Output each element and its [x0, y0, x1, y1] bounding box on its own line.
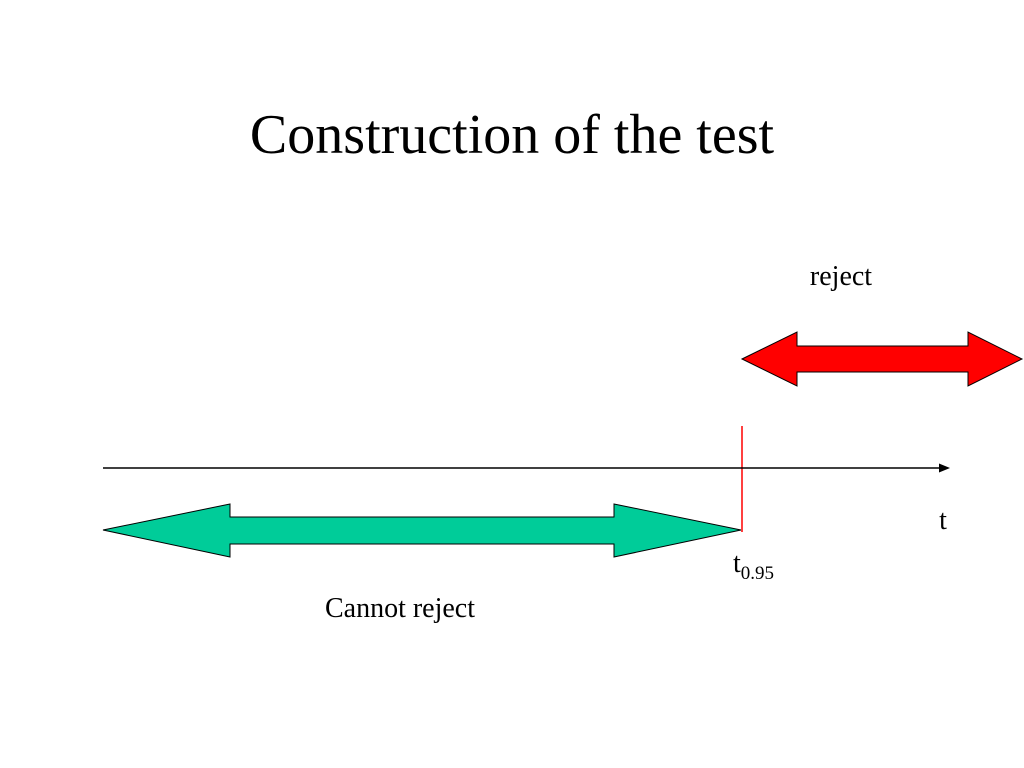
reject-region-arrow	[740, 331, 1024, 387]
t-axis-arrowhead	[939, 463, 950, 473]
t-axis-label: t	[939, 505, 947, 536]
cannot-reject-region-arrow	[102, 503, 742, 558]
critical-value-label: t0.95	[733, 548, 774, 584]
cannot-reject-label: Cannot reject	[325, 593, 475, 624]
reject-label: reject	[810, 261, 872, 292]
critical-value-subscript: 0.95	[741, 563, 774, 584]
slide-title: Construction of the test	[249, 104, 775, 166]
